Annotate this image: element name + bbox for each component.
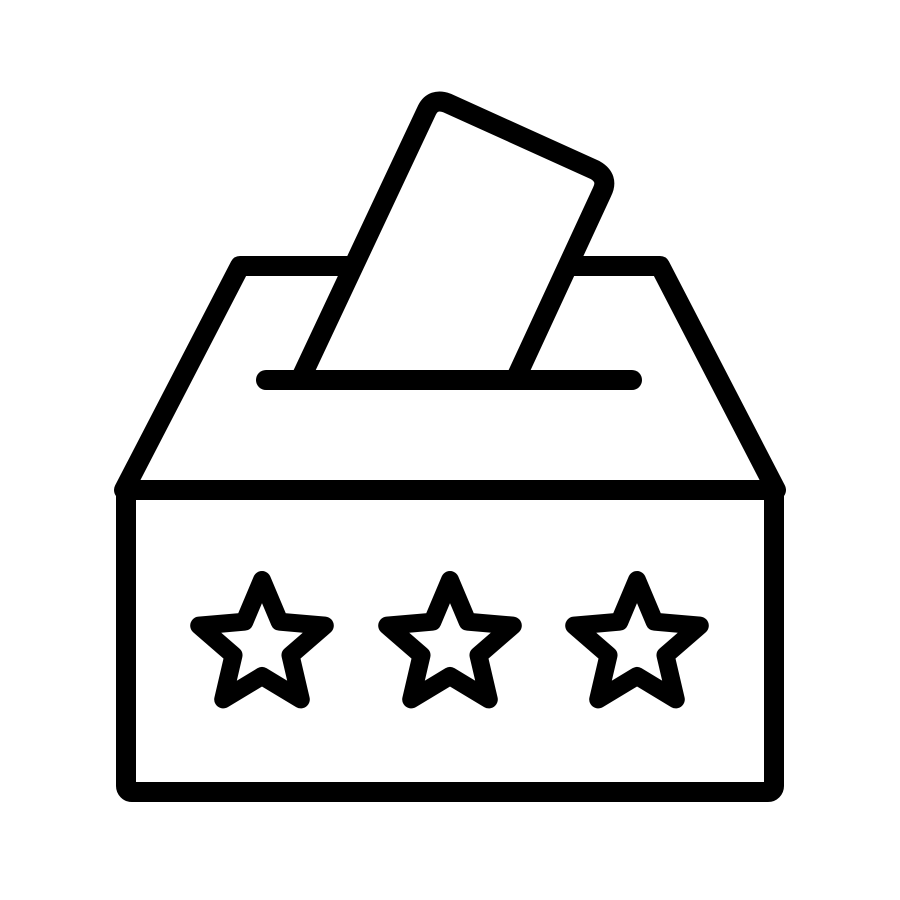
star-icon — [378, 571, 522, 709]
stars-group — [190, 571, 709, 709]
ballot-paper — [290, 91, 615, 390]
star-icon — [565, 571, 709, 709]
star-icon — [190, 571, 334, 709]
